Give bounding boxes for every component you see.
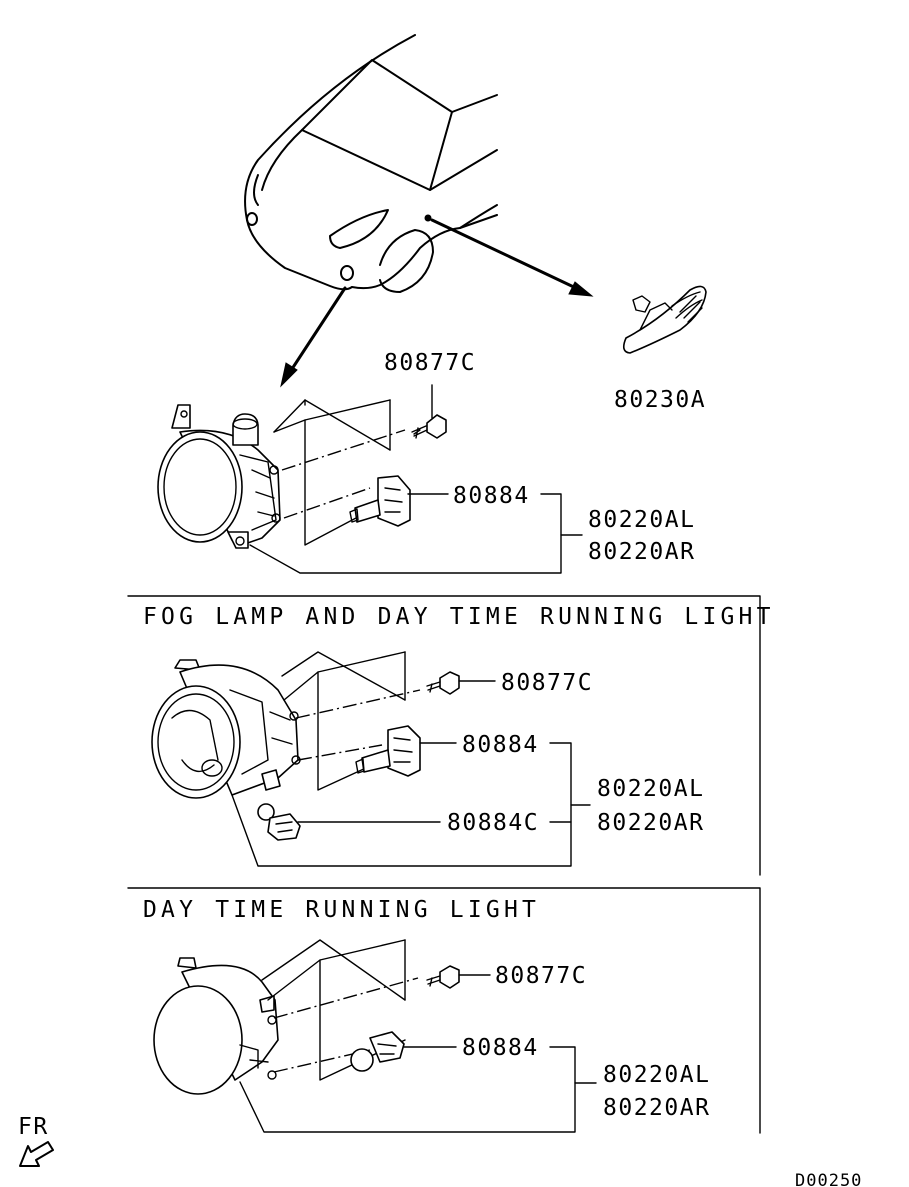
label-80230A: 80230A — [614, 387, 706, 413]
drl-bulb-80884C-illustration — [257, 803, 301, 841]
drl-lamp-illustration — [153, 957, 279, 1095]
bulb-80884-mid-illustration — [355, 725, 421, 777]
label-80877C-bottom: 80877C — [495, 963, 587, 989]
label-80220AR-top: 80220AR — [588, 539, 695, 565]
label-80220AL-bottom: 80220AL — [603, 1062, 710, 1088]
fr-arrow-icon — [19, 1141, 54, 1167]
label-80884C: 80884C — [447, 810, 539, 836]
label-80220AR-mid: 80220AR — [597, 810, 704, 836]
section-drl-border — [127, 887, 761, 1134]
label-80877C-mid: 80877C — [501, 670, 593, 696]
bulb-80884-top-illustration — [349, 475, 411, 527]
bulb-80884-bottom-illustration — [350, 1031, 405, 1072]
screw-80877C-top-illustration — [411, 414, 447, 439]
label-80877C-top: 80877C — [384, 350, 476, 376]
section-drl-title: DAY TIME RUNNING LIGHT — [143, 897, 540, 923]
top-guide-lines — [273, 399, 406, 546]
fog-lamp-top-illustration — [157, 404, 281, 549]
screw-80877C-bottom-illustration — [426, 965, 460, 989]
label-80220AL-mid: 80220AL — [597, 776, 704, 802]
label-80884-top: 80884 — [453, 483, 530, 509]
label-80884-bottom: 80884 — [462, 1035, 539, 1061]
fr-label: FR — [18, 1114, 49, 1140]
label-80884-mid: 80884 — [462, 732, 539, 758]
fog-drl-lamp-illustration — [151, 659, 301, 799]
section-fog-drl-border — [127, 595, 761, 876]
screw-80877C-mid-illustration — [426, 671, 460, 695]
section-fog-drl-title: FOG LAMP AND DAY TIME RUNNING LIGHT — [143, 604, 775, 630]
car-front-illustration — [244, 34, 594, 388]
side-marker-lamp-illustration — [622, 285, 707, 354]
label-80220AL-top: 80220AL — [588, 507, 695, 533]
fog-drl-guide-lines — [281, 651, 421, 791]
reference-code: D00250 — [795, 1171, 862, 1187]
label-80220AR-bottom: 80220AR — [603, 1095, 710, 1121]
